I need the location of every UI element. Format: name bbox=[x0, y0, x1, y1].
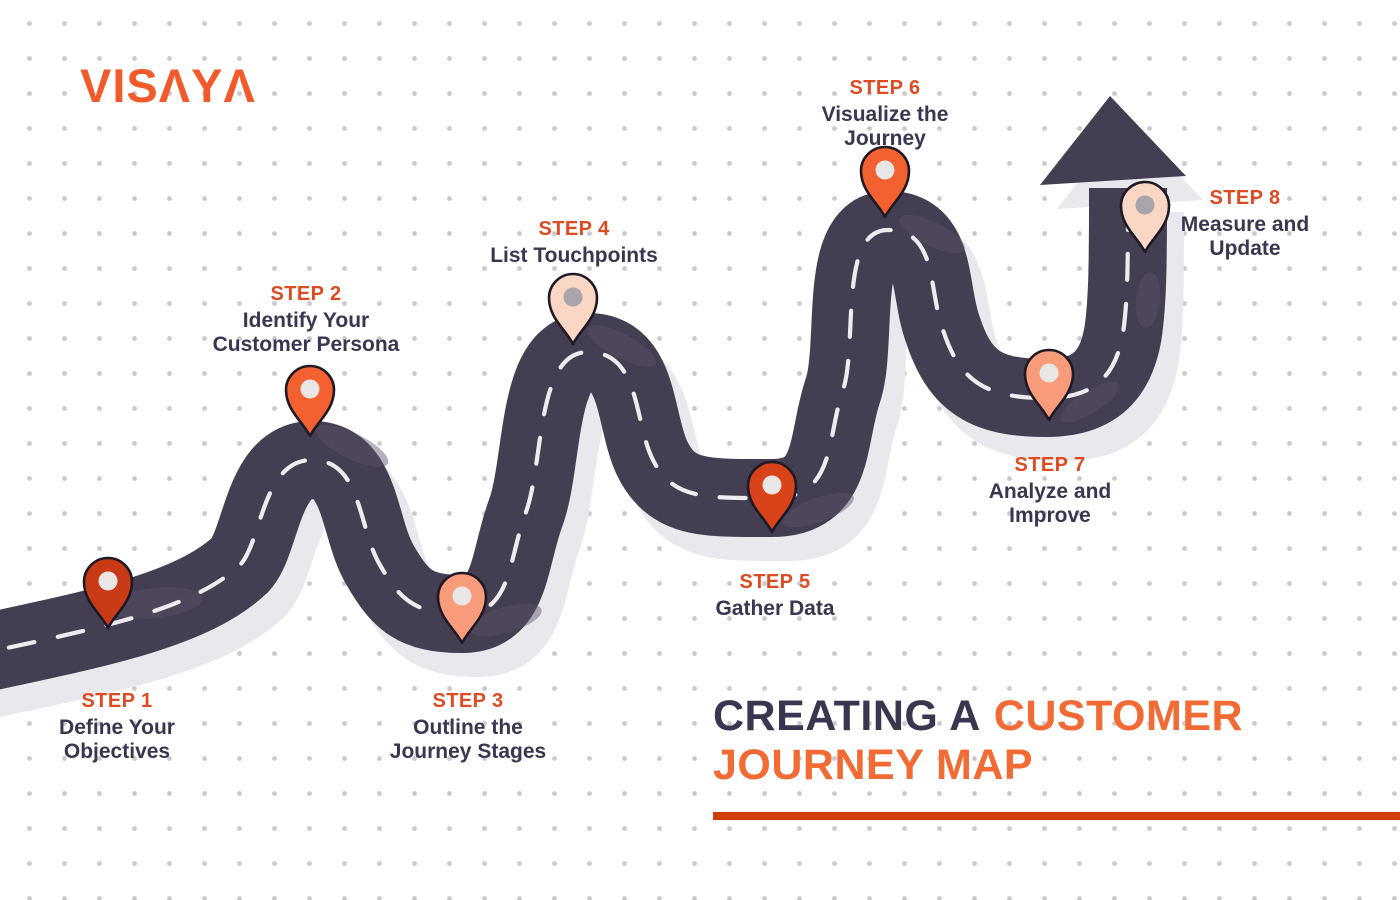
step-8-label: STEP 8 bbox=[1209, 187, 1281, 209]
step-8-block: STEP 8 Measure and Update bbox=[1181, 187, 1309, 262]
arrow-head bbox=[1040, 96, 1186, 185]
step-3-title: Outline the Journey Stages bbox=[389, 716, 547, 764]
pins-layer bbox=[82, 145, 1171, 645]
step-3-block: STEP 3 Outline the Journey Stages bbox=[390, 690, 546, 765]
step-6-label: STEP 6 bbox=[849, 77, 921, 99]
step-1-block: STEP 1 Define Your Objectives bbox=[59, 690, 175, 765]
map-pin-step-7 bbox=[1023, 348, 1075, 422]
map-pin-step-5 bbox=[746, 460, 798, 534]
road-center-line bbox=[0, 185, 1131, 652]
step-4-title: List Touchpoints bbox=[490, 244, 658, 267]
step-6-title: Visualize the Journey bbox=[821, 103, 949, 151]
road bbox=[0, 96, 1186, 690]
step-5-block: STEP 5 Gather Data bbox=[715, 571, 834, 621]
step-8-title: Measure and Update bbox=[1180, 213, 1310, 261]
map-pin-step-4 bbox=[547, 272, 599, 346]
map-pin-step-1 bbox=[82, 556, 134, 630]
brand-logo: VISΛYΛ bbox=[80, 59, 256, 112]
map-pin-step-2 bbox=[284, 364, 336, 438]
step-6-block: STEP 6 Visualize the Journey bbox=[822, 77, 949, 152]
map-pin-step-6 bbox=[859, 145, 911, 219]
step-1-title: Define Your Objectives bbox=[59, 716, 175, 764]
map-pin-step-8 bbox=[1119, 180, 1171, 254]
road-smudges bbox=[107, 214, 1161, 637]
step-7-label: STEP 7 bbox=[1014, 454, 1086, 476]
title-underline-rule bbox=[713, 812, 1400, 820]
step-2-block: STEP 2 Identify Your Customer Persona bbox=[213, 283, 400, 358]
step-3-label: STEP 3 bbox=[432, 690, 504, 712]
map-pin-step-3 bbox=[436, 571, 488, 645]
step-5-label: STEP 5 bbox=[739, 571, 811, 593]
step-1-label: STEP 1 bbox=[81, 690, 153, 712]
step-4-label: STEP 4 bbox=[538, 218, 610, 240]
step-2-label: STEP 2 bbox=[270, 283, 342, 305]
step-2-title: Identify Your Customer Persona bbox=[212, 309, 400, 357]
step-7-block: STEP 7 Analyze and Improve bbox=[989, 454, 1112, 529]
page-title-line-2: JOURNEY MAP bbox=[713, 741, 1034, 790]
step-5-title: Gather Data bbox=[715, 597, 835, 620]
step-4-block: STEP 4 List Touchpoints bbox=[490, 218, 658, 268]
step-7-title: Analyze and Improve bbox=[988, 480, 1112, 528]
